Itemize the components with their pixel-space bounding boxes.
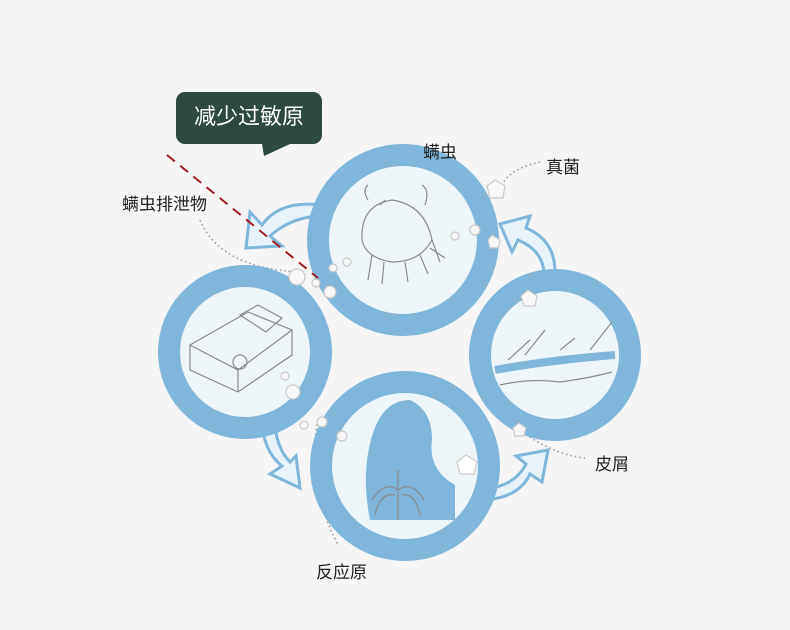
label-fungus: 真菌 bbox=[546, 158, 580, 178]
allergen-particles bbox=[280, 179, 538, 475]
circle-skin bbox=[469, 269, 641, 441]
leader-allergen bbox=[313, 419, 339, 546]
arrow-top-right bbox=[497, 213, 557, 274]
arrow-top-left bbox=[244, 202, 322, 250]
circle-respiratory bbox=[310, 371, 500, 561]
label-allergen: 反应原 bbox=[316, 563, 367, 583]
label-dander: 皮屑 bbox=[595, 455, 629, 475]
cross-out-line bbox=[166, 154, 319, 279]
label-mite: 螨虫 bbox=[423, 143, 457, 163]
dust-mite-sketch bbox=[361, 184, 446, 285]
callout-reduce-allergens: 减少过敏原 bbox=[176, 92, 322, 144]
skin-hair-sketch bbox=[494, 321, 616, 386]
human-silhouette bbox=[365, 400, 455, 520]
bed-sketch bbox=[188, 304, 294, 393]
circle-mite bbox=[307, 144, 499, 336]
label-mite-excrement: 螨虫排泄物 bbox=[122, 195, 207, 215]
lungs-sketch bbox=[371, 470, 425, 520]
callout-tail bbox=[262, 144, 290, 156]
circle-bed bbox=[158, 265, 332, 439]
leader-fungus bbox=[499, 161, 541, 191]
leader-dander bbox=[521, 431, 586, 459]
